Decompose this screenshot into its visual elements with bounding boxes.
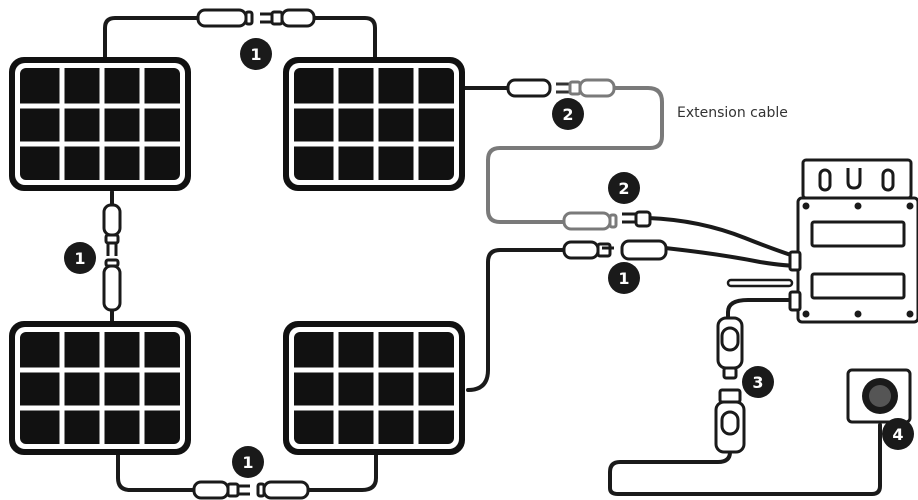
inverter-output-cable xyxy=(726,298,802,320)
wall-socket-icon xyxy=(846,368,912,424)
connector-plug-icon xyxy=(714,316,746,454)
extension-cable-label: Extension cable xyxy=(677,105,788,121)
extension-cable xyxy=(486,86,664,224)
step-badge: 1 xyxy=(64,242,96,274)
svg-text:1: 1 xyxy=(242,453,253,472)
step-badge: 1 xyxy=(608,262,640,294)
antenna-icon xyxy=(726,278,794,288)
cable-top-right xyxy=(310,16,377,60)
step-badge: 2 xyxy=(552,98,584,130)
solar-panel-icon xyxy=(284,322,464,454)
cable-top-left xyxy=(103,16,202,60)
connector-plug-icon xyxy=(506,78,616,98)
step-badge: 3 xyxy=(742,366,774,398)
connector-plug-icon xyxy=(196,8,316,28)
solar-panel-icon xyxy=(284,58,464,190)
svg-text:4: 4 xyxy=(892,425,903,444)
microinverter-icon xyxy=(788,158,918,324)
connector-plug-icon xyxy=(192,480,310,500)
step-badges: 1 1 1 1 2 2 3 4 xyxy=(64,38,914,478)
cable-bottom-left xyxy=(116,453,197,492)
svg-text:1: 1 xyxy=(618,269,629,288)
inverter-input-a xyxy=(646,216,802,260)
cable-bottom-right xyxy=(303,453,378,492)
connector-plug-icon xyxy=(562,210,652,231)
svg-text:2: 2 xyxy=(618,179,629,198)
step-badge: 1 xyxy=(232,446,264,478)
svg-text:2: 2 xyxy=(562,105,573,124)
connector-plug-icon xyxy=(102,203,122,312)
step-badge: 2 xyxy=(608,172,640,204)
solar-panel-icon xyxy=(10,58,190,190)
svg-text:1: 1 xyxy=(250,45,261,64)
svg-text:3: 3 xyxy=(752,373,763,392)
cables xyxy=(103,16,882,496)
step-badge: 1 xyxy=(240,38,272,70)
step-badge: 4 xyxy=(882,418,914,450)
connectors xyxy=(102,8,746,500)
svg-text:1: 1 xyxy=(74,249,85,268)
solar-panel-icon xyxy=(10,322,190,454)
cable-to-socket xyxy=(608,423,882,496)
cable-panel4-out xyxy=(466,248,567,392)
connector-plug-icon xyxy=(562,239,668,261)
